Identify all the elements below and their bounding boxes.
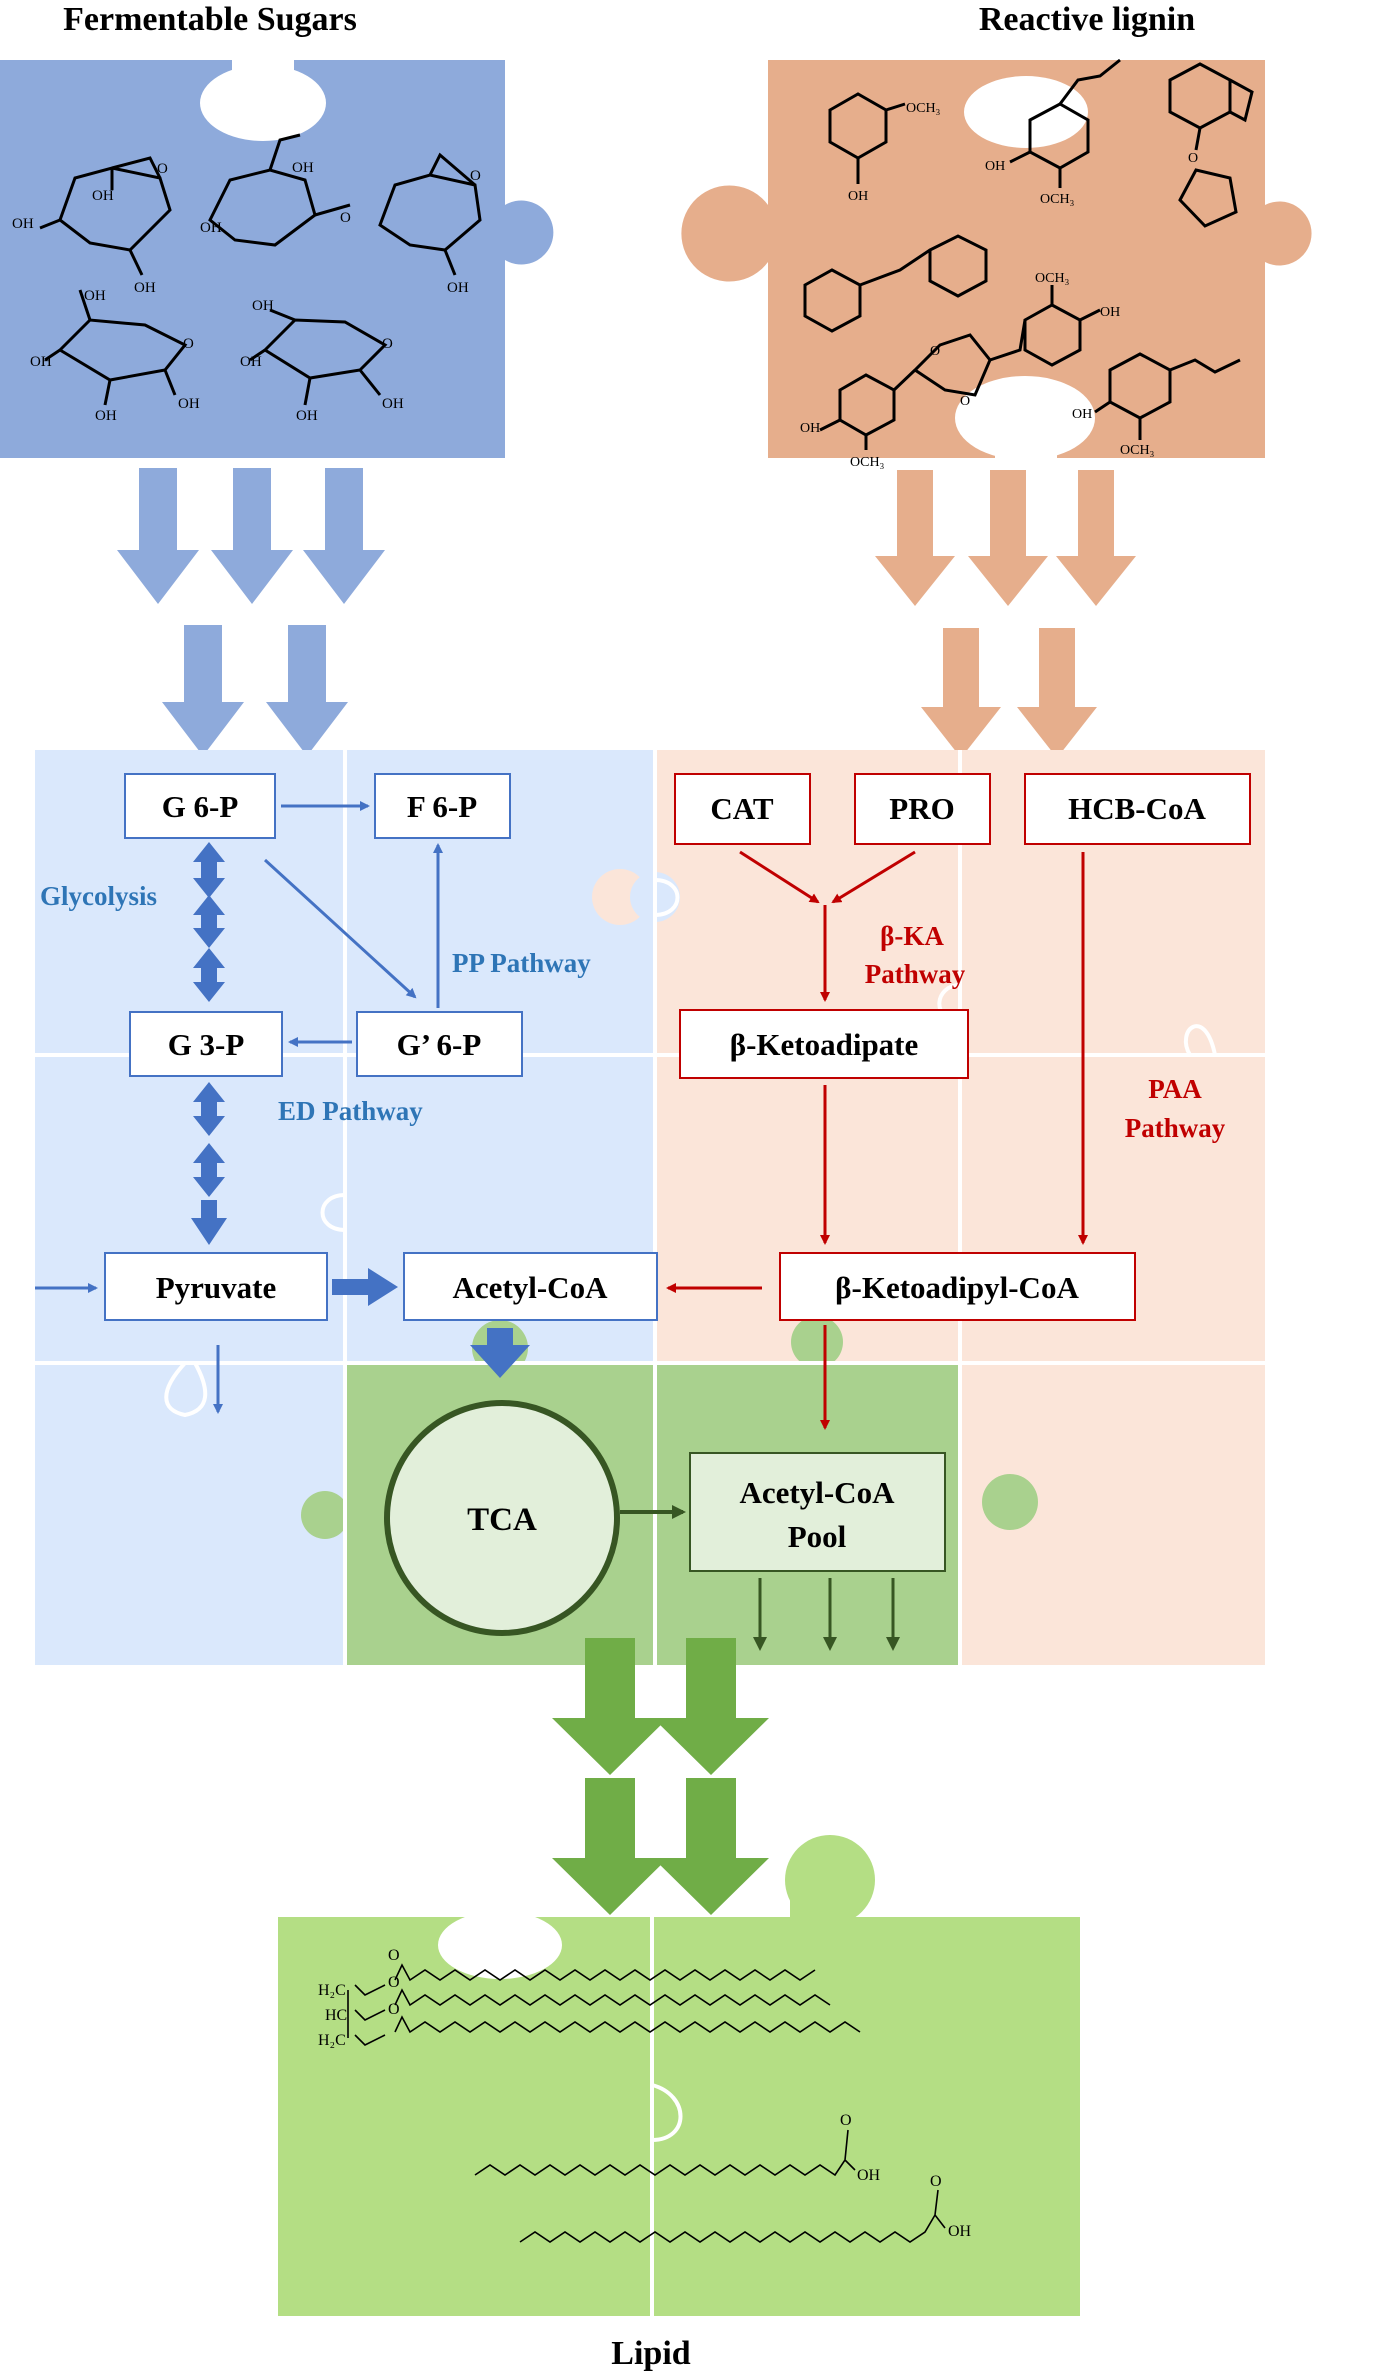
svg-text:OCH₃: OCH₃ bbox=[1120, 443, 1155, 458]
box-f6p: F 6-P bbox=[374, 773, 511, 839]
svg-text:OH: OH bbox=[296, 408, 318, 424]
svg-text:OH: OH bbox=[857, 2167, 881, 2184]
svg-text:H₂C: H₂C bbox=[318, 2032, 346, 2049]
lipid-puzzle-piece bbox=[278, 1835, 1080, 2316]
svg-text:F 6-P: F 6-P bbox=[407, 789, 477, 824]
svg-text:O: O bbox=[840, 2112, 852, 2129]
sugar-input-arrows bbox=[117, 468, 385, 756]
svg-text:OH: OH bbox=[252, 298, 274, 314]
box-g3p: G 3-P bbox=[129, 1011, 283, 1077]
svg-text:O: O bbox=[930, 2173, 942, 2190]
svg-text:HC: HC bbox=[325, 2007, 347, 2024]
label-paa-line2: Pathway bbox=[1125, 1113, 1226, 1143]
svg-text:O: O bbox=[157, 161, 168, 177]
sugar-pathway-arrows bbox=[35, 801, 443, 1414]
svg-text:O: O bbox=[340, 210, 351, 226]
lignin-chem-labels: OCH₃ OH OH OCH₃ O OCH₃ OH O O OH OCH₃ OH… bbox=[800, 101, 1198, 470]
svg-text:OH: OH bbox=[1072, 407, 1092, 422]
lignin-pathway-arrows bbox=[666, 850, 1088, 1430]
box-hcb-coa: HCB-CoA bbox=[1024, 773, 1251, 845]
svg-text:O: O bbox=[960, 394, 970, 409]
svg-text:O: O bbox=[183, 336, 194, 352]
svg-text:OH: OH bbox=[134, 280, 156, 296]
svg-text:OH: OH bbox=[382, 396, 404, 412]
svg-text:OH: OH bbox=[800, 421, 820, 436]
svg-text:OCH₃: OCH₃ bbox=[850, 455, 885, 470]
svg-text:β-Ketoadipate: β-Ketoadipate bbox=[730, 1027, 919, 1062]
svg-text:OCH₃: OCH₃ bbox=[1035, 271, 1070, 286]
box-cat: CAT bbox=[674, 773, 811, 845]
box-acetyl-coa: Acetyl-CoA bbox=[403, 1252, 658, 1321]
label-glycolysis: Glycolysis bbox=[40, 881, 157, 911]
svg-text:Pyruvate: Pyruvate bbox=[156, 1270, 277, 1305]
svg-text:OH: OH bbox=[84, 288, 106, 304]
label-pp-pathway: PP Pathway bbox=[452, 948, 591, 978]
lipid-output-arrows bbox=[552, 1638, 769, 1915]
svg-text:OH: OH bbox=[178, 396, 200, 412]
svg-text:O: O bbox=[470, 168, 481, 184]
title-lipid: Lipid bbox=[611, 2335, 690, 2372]
svg-text:OH: OH bbox=[200, 220, 222, 236]
svg-text:TCA: TCA bbox=[467, 1502, 537, 1538]
sugars-puzzle-piece bbox=[0, 60, 554, 458]
svg-text:β-Ketoadipyl-CoA: β-Ketoadipyl-CoA bbox=[835, 1270, 1079, 1305]
pathway-tiles bbox=[35, 750, 1265, 1665]
svg-text:Pool: Pool bbox=[788, 1519, 847, 1554]
svg-text:O: O bbox=[382, 336, 393, 352]
svg-text:OH: OH bbox=[292, 160, 314, 176]
svg-text:O: O bbox=[388, 2001, 400, 2018]
svg-text:OCH₃: OCH₃ bbox=[1040, 192, 1075, 207]
box-pro: PRO bbox=[854, 773, 991, 845]
svg-text:H₂C: H₂C bbox=[318, 1982, 346, 1999]
sugar-structures bbox=[39, 133, 482, 406]
glycolysis-double-arrows bbox=[191, 842, 530, 1378]
svg-text:Acetyl-CoA: Acetyl-CoA bbox=[453, 1270, 609, 1305]
svg-text:OH: OH bbox=[848, 189, 868, 204]
lignin-structures bbox=[803, 58, 1254, 450]
lignin-input-arrows bbox=[875, 470, 1136, 758]
svg-text:OH: OH bbox=[12, 216, 34, 232]
svg-text:OH: OH bbox=[95, 408, 117, 424]
box-beta-ketoadipyl-coa: β-Ketoadipyl-CoA bbox=[779, 1252, 1136, 1321]
svg-text:G 3-P: G 3-P bbox=[168, 1027, 245, 1062]
svg-text:OH: OH bbox=[1100, 305, 1120, 320]
svg-text:O: O bbox=[1188, 151, 1198, 166]
svg-text:O: O bbox=[388, 1947, 400, 1964]
sugar-chem-labels: OH OH O OH OH OH O O OH OH OH OH OH O OH… bbox=[12, 160, 481, 424]
label-beta-ka-line2: Pathway bbox=[865, 959, 966, 989]
box-g6p: G 6-P bbox=[124, 773, 276, 839]
lipid-structures bbox=[347, 1963, 946, 2243]
box-g-prime-6p: G’ 6-P bbox=[356, 1011, 523, 1077]
svg-text:CAT: CAT bbox=[710, 791, 773, 826]
svg-text:OH: OH bbox=[447, 280, 469, 296]
svg-text:G 6-P: G 6-P bbox=[162, 789, 239, 824]
label-beta-ka-line1: β-KA bbox=[880, 921, 944, 951]
box-pyruvate: Pyruvate bbox=[104, 1252, 328, 1321]
pool-output-arrows bbox=[753, 1578, 900, 1651]
svg-text:OH: OH bbox=[30, 354, 52, 370]
svg-text:OH: OH bbox=[985, 159, 1005, 174]
box-beta-ketoadipate: β-Ketoadipate bbox=[679, 1009, 969, 1079]
label-ed-pathway: ED Pathway bbox=[278, 1096, 423, 1126]
svg-text:OH: OH bbox=[240, 354, 262, 370]
svg-text:O: O bbox=[930, 344, 940, 359]
svg-text:PRO: PRO bbox=[889, 791, 954, 826]
svg-text:O: O bbox=[388, 1974, 400, 1991]
title-reactive-lignin: Reactive lignin bbox=[979, 1, 1195, 38]
svg-text:OCH₃: OCH₃ bbox=[906, 101, 941, 116]
lipid-chem-labels: H₂C HC H₂C O O O O OH O OH bbox=[318, 1947, 972, 2240]
tca-cycle: TCA bbox=[384, 1400, 620, 1636]
svg-text:Acetyl-CoA: Acetyl-CoA bbox=[740, 1475, 896, 1510]
box-acetyl-coa-pool: Acetyl-CoA Pool bbox=[689, 1452, 946, 1572]
lignin-puzzle-piece bbox=[681, 60, 1312, 460]
label-paa-line1: PAA bbox=[1148, 1074, 1202, 1104]
title-fermentable-sugars: Fermentable Sugars bbox=[63, 1, 357, 38]
svg-text:OH: OH bbox=[92, 188, 114, 204]
svg-text:HCB-CoA: HCB-CoA bbox=[1068, 791, 1206, 826]
svg-text:OH: OH bbox=[948, 2223, 972, 2240]
svg-text:G’ 6-P: G’ 6-P bbox=[397, 1027, 482, 1062]
